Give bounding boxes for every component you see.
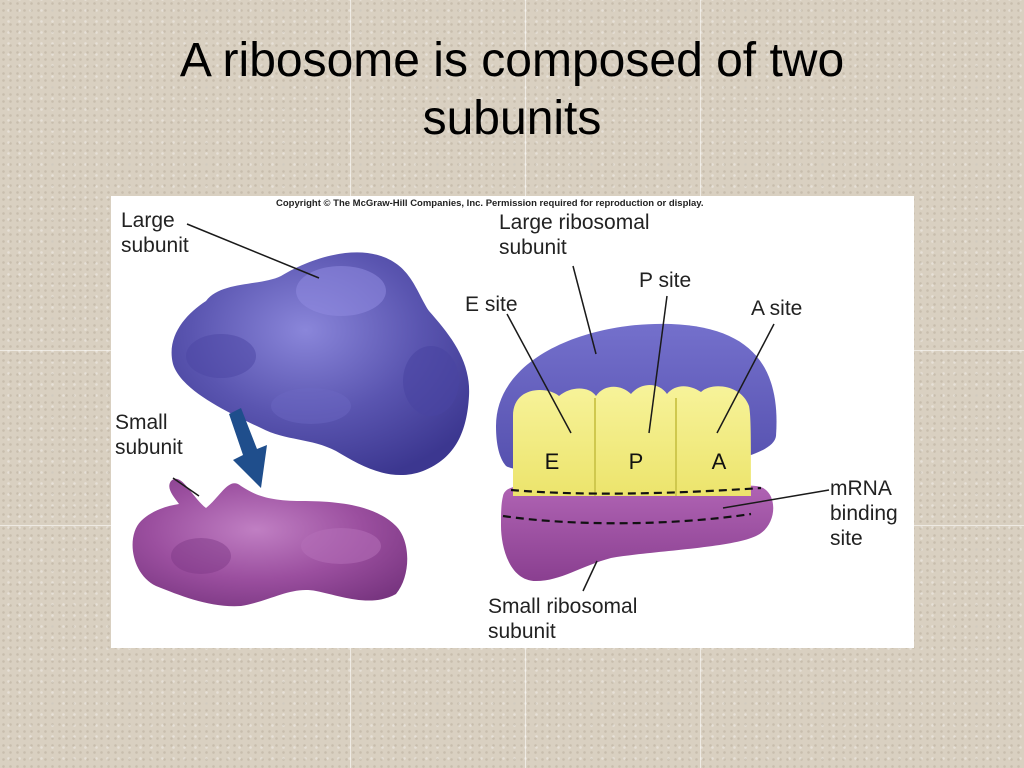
leader-large-subunit: [186, 223, 320, 279]
copyright-notice: Copyright © The McGraw-Hill Companies, I…: [276, 198, 704, 209]
slot-p: P: [628, 449, 644, 474]
label-e-site: E site: [465, 293, 518, 316]
leader-small-subunit: [172, 477, 200, 497]
leader-e-site: [506, 313, 572, 434]
label-small-ribosomal-subunit: Small ribosomal subunit: [488, 595, 638, 643]
assembly-arrow: [229, 408, 267, 488]
mRNA-dashed-lines: [502, 486, 762, 525]
leader-a-site: [716, 323, 775, 434]
label-mrna-binding-site: mRNA binding site: [830, 477, 898, 550]
slot-a: A: [711, 449, 727, 474]
leader-p-site: [648, 295, 668, 434]
leader-mrna: [722, 489, 830, 509]
label-a-site: A site: [751, 297, 803, 320]
slide-title: A ribosome is composed of two subunits: [0, 32, 1024, 148]
leader-small-ribosomal: [582, 560, 598, 592]
ribosome-figure: Copyright © The McGraw-Hill Companies, I…: [111, 196, 914, 648]
ribosome-diagram: [132, 223, 830, 607]
title-line-1: A ribosome is composed of two: [179, 34, 845, 87]
small-subunit-shape: [132, 478, 408, 607]
leader-large-ribosomal: [572, 265, 597, 355]
label-p-site: P site: [639, 269, 692, 292]
title-line-2: subunits: [422, 92, 602, 145]
leader-lines: [172, 223, 830, 592]
label-small-subunit: Small subunit: [115, 411, 183, 459]
tRNA-sites: [513, 385, 751, 496]
large-subunit-shape: [171, 252, 470, 476]
label-large-subunit: Large subunit: [121, 209, 189, 257]
slot-e: E: [544, 449, 560, 474]
label-large-ribosomal-subunit: Large ribosomal subunit: [499, 211, 650, 259]
small-ribosomal-subunit-shape: [501, 484, 774, 581]
